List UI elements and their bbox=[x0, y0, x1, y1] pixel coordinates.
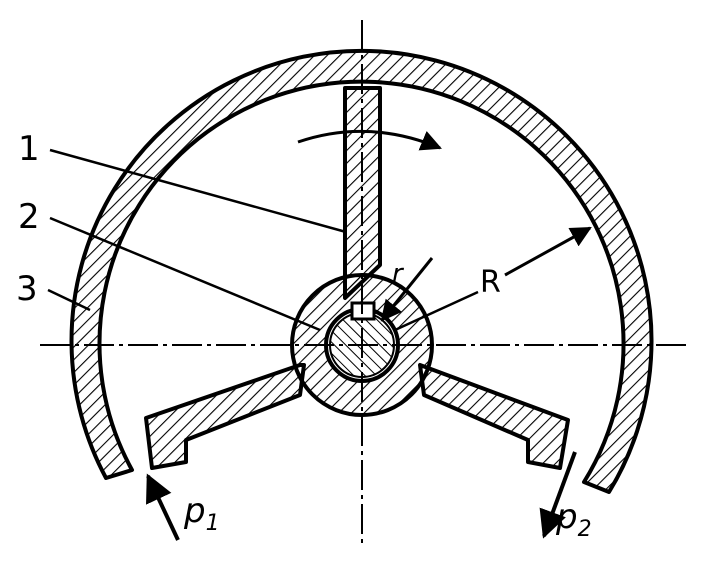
inlet-arrow bbox=[146, 473, 180, 541]
lower-left-vane bbox=[144, 363, 306, 470]
leader-2 bbox=[49, 216, 321, 332]
label-R: R bbox=[480, 265, 501, 300]
leader-1 bbox=[49, 148, 347, 234]
leader-3 bbox=[47, 288, 91, 312]
casing-ring bbox=[69, 48, 654, 494]
outlet-arrow bbox=[539, 451, 577, 539]
label-r: r bbox=[392, 259, 405, 289]
radius-R-line bbox=[504, 226, 592, 277]
callout-2: 2 bbox=[18, 197, 40, 237]
rotation-arrow bbox=[297, 129, 442, 151]
lower-right-vane bbox=[418, 363, 570, 470]
callout-1: 1 bbox=[18, 129, 40, 169]
label-p1: p1 bbox=[183, 491, 220, 536]
upper-vane bbox=[343, 86, 382, 300]
radius-R-leader bbox=[394, 290, 479, 332]
callout-3: 3 bbox=[16, 269, 38, 309]
label-p2: p2 bbox=[555, 497, 592, 542]
radius-r-line bbox=[380, 257, 434, 322]
